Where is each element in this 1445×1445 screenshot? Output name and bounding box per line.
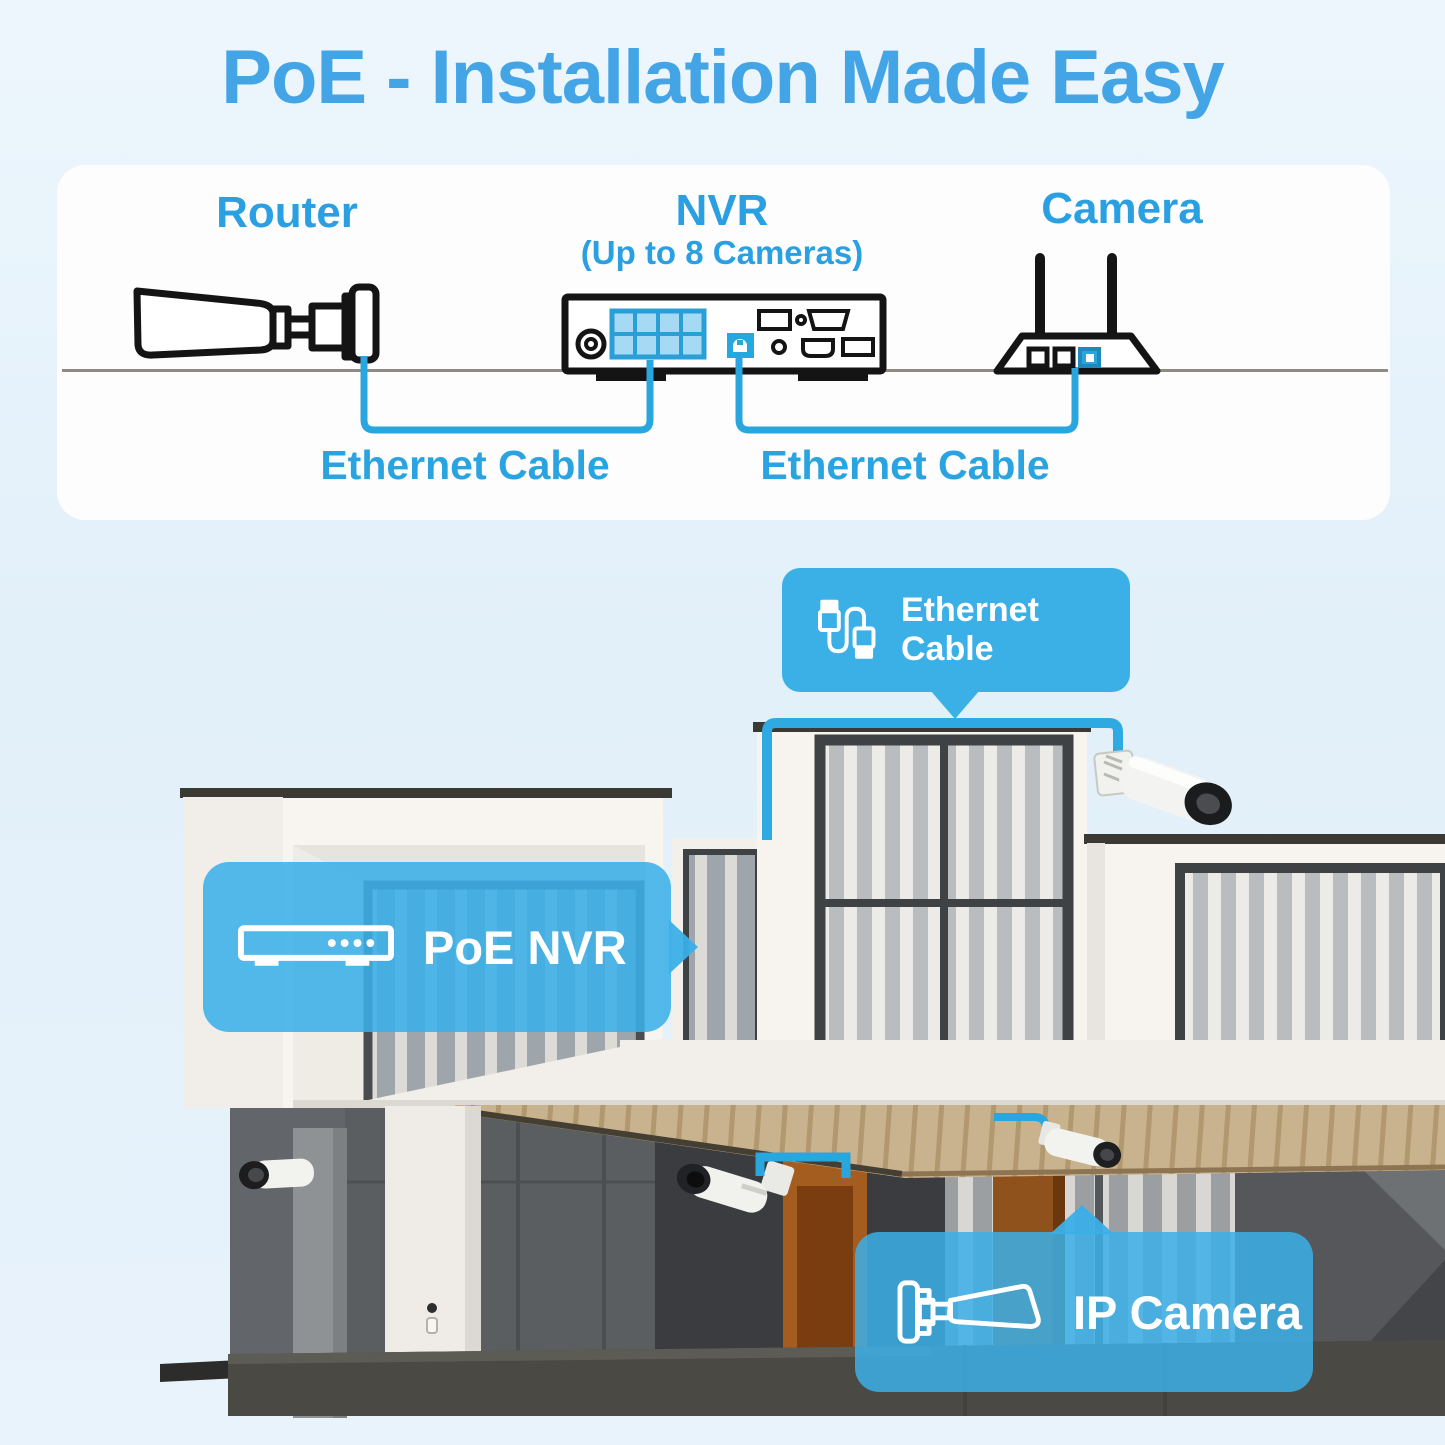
pergola-canopy	[455, 1105, 1445, 1178]
nvr-sublabel: (Up to 8 Cameras)	[580, 234, 864, 271]
ethernet-cable-label-right: Ethernet Cable	[760, 442, 1050, 488]
camera-label: Camera	[1041, 184, 1203, 233]
ip-camera-callout-label: IP Camera	[1073, 1285, 1303, 1339]
security-camera-top-right	[1093, 749, 1232, 826]
gray-pillar	[293, 1128, 347, 1418]
ethernet-cable-callout-label: Ethernet Cable	[900, 591, 1039, 668]
ethernet-cable-label-left: Ethernet Cable	[320, 442, 610, 488]
security-camera-center	[676, 1160, 795, 1213]
router-label: Router	[216, 188, 358, 237]
ethernet-cable-icon	[817, 599, 876, 659]
security-camera-left	[238, 1158, 314, 1190]
white-column	[385, 1106, 481, 1410]
ethernet-cable-right-camera-line	[994, 1113, 1050, 1138]
ethernet-cable-callout: Ethernet Cable	[782, 568, 1130, 719]
poe-nvr-callout: PoE NVR	[203, 862, 671, 1032]
ip-camera-callout: IP Camera	[855, 1205, 1313, 1392]
nvr-label: NVR	[675, 186, 769, 235]
bullet-camera-outline-icon	[897, 1280, 1041, 1344]
page-title: PoE - Installation Made Easy	[221, 35, 1225, 120]
ethernet-cable-door-line	[755, 1152, 851, 1178]
poe-nvr-callout-label: PoE NVR	[423, 920, 627, 974]
nvr-outline-icon	[237, 925, 395, 966]
ethernet-cable-house-line	[762, 718, 1123, 840]
security-camera-right	[1038, 1121, 1122, 1168]
